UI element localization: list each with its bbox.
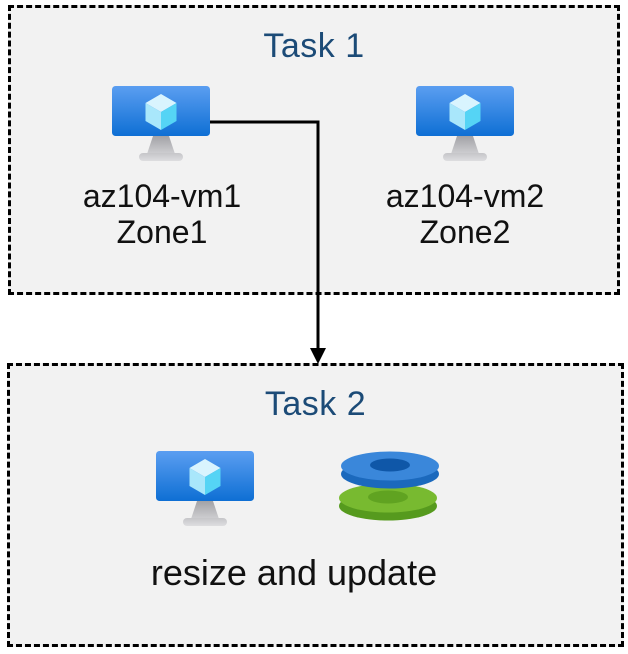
vm1-group — [112, 86, 210, 167]
virtual-machine-icon — [156, 451, 254, 526]
vm2-zone: Zone2 — [419, 214, 511, 250]
vm2-group — [416, 86, 514, 167]
flow-arrow-head — [310, 348, 326, 364]
task2-vm-group — [156, 451, 254, 532]
vm1-name: az104-vm1 — [82, 178, 242, 214]
vm2-label: az104-vm2 Zone2 — [375, 178, 555, 250]
task2-box: Task 2 resize and update — [7, 363, 624, 647]
virtual-machine-icon — [416, 86, 514, 161]
task2-caption: resize and update — [150, 552, 438, 593]
virtual-machine-icon — [112, 86, 210, 161]
vm1-label: az104-vm1 Zone1 — [72, 178, 252, 250]
stacked-disks-icon — [339, 451, 439, 521]
task2-title: Task 2 — [264, 385, 367, 423]
task1-title: Task 1 — [263, 27, 365, 65]
disks-group — [338, 446, 442, 527]
task1-box: Task 1 az104-vm1 Zone1 az104-vm2 Zone2 — [8, 5, 620, 295]
vm2-name: az104-vm2 — [385, 178, 545, 214]
vm1-zone: Zone1 — [116, 214, 208, 250]
